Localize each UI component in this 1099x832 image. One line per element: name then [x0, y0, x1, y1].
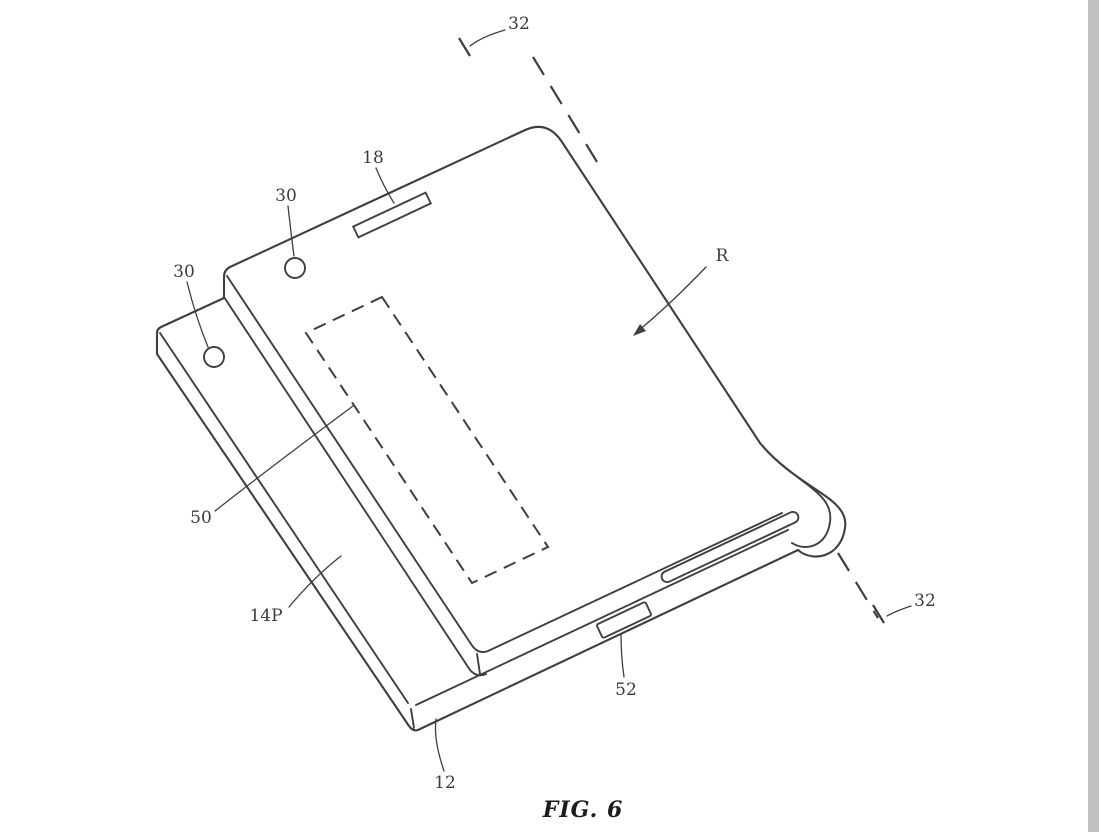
figure-caption: FIG. 6 [542, 797, 624, 823]
label-camera-lower: 30 [173, 262, 195, 282]
rotation-arrowhead-icon [633, 324, 646, 336]
label-lower-housing: 14P [249, 606, 282, 626]
leader-camera-lower [186, 281, 209, 348]
fold-axis-dashed-line-lower [837, 552, 879, 619]
leader-region [214, 405, 354, 512]
camera-circle-upper [284, 257, 306, 279]
label-region: 50 [190, 508, 212, 528]
leader-slot [375, 167, 395, 204]
speaker-slot [351, 191, 433, 239]
leader-port [620, 633, 625, 678]
label-axis-top: 32 [508, 14, 530, 34]
leader-axis-top [469, 29, 506, 47]
internal-region-dashed-outline [304, 295, 550, 585]
axis-tick-top [458, 37, 471, 57]
lower-housing-corner-edge [410, 708, 415, 729]
scrollbar[interactable] [1088, 0, 1099, 832]
fold-gap-slit [660, 510, 800, 584]
rotation-arrow [637, 266, 707, 332]
leader-lower-housing [288, 555, 342, 608]
device-body-outline [155, 125, 847, 732]
upper-housing-thickness-edge [223, 296, 487, 677]
upper-housing-face-edge [226, 275, 783, 654]
leader-bottom-edge [434, 718, 445, 772]
camera-circle-lower [203, 346, 225, 368]
upper-housing-corner-edge [476, 653, 481, 675]
housing-interface-edge [415, 529, 789, 706]
connector-port [596, 601, 652, 639]
label-camera-upper: 30 [275, 186, 297, 206]
label-port: 52 [615, 680, 637, 700]
label-axis-bottom: 32 [914, 591, 936, 611]
label-bottom-edge: 12 [434, 773, 456, 793]
leader-axis-bottom [886, 605, 912, 617]
fold-axis-dashed-line-upper [532, 56, 598, 163]
fold-inner-curve [767, 451, 832, 548]
lower-housing-face-edge [159, 332, 409, 704]
label-slot: 18 [362, 148, 384, 168]
label-rotation: R [716, 246, 730, 266]
axis-tick-bottom [872, 604, 885, 624]
leader-camera-upper [287, 205, 295, 257]
